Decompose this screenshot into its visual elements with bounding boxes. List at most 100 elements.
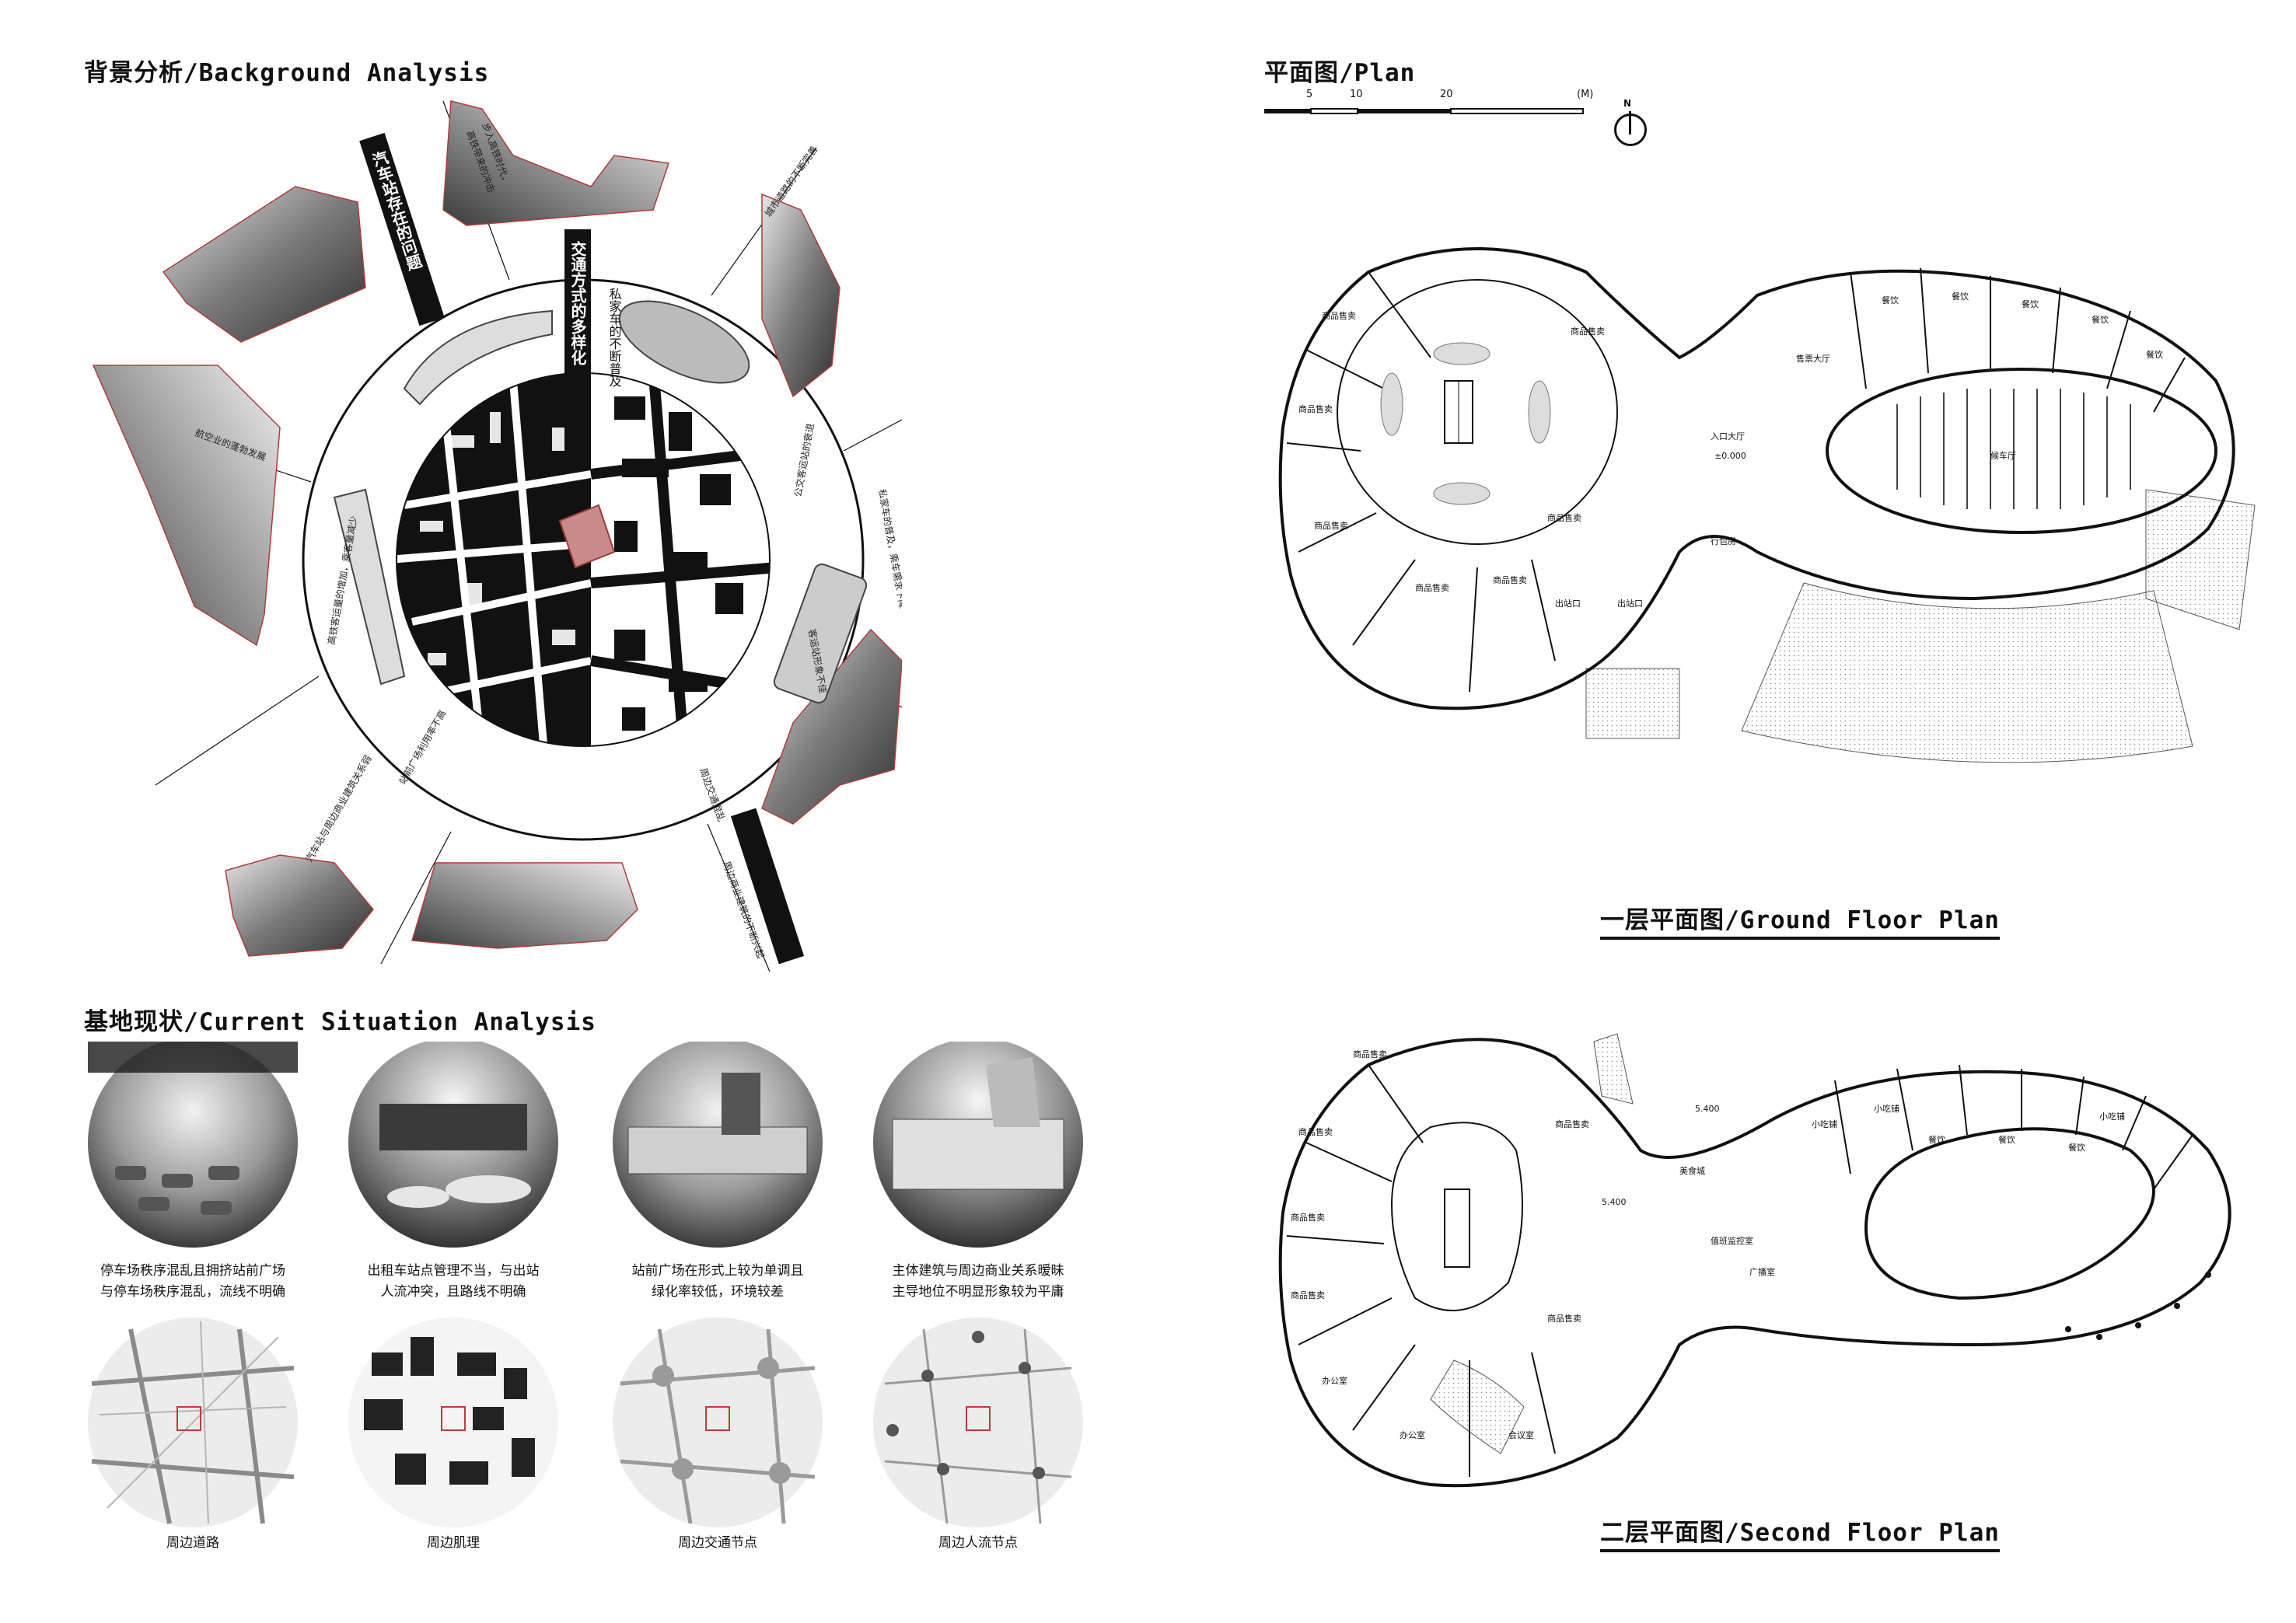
ground-floor-plan: 商品售卖 商品售卖 商品售卖 商品售卖 商品售卖 商品售卖 商品售卖 餐饮 餐饮… — [1278, 247, 2256, 763]
room-food-5: 餐饮 — [2146, 349, 2163, 360]
room-food-2: 餐饮 — [1952, 291, 1969, 302]
elevation-ground: ±0.000 — [1714, 451, 1746, 461]
scale-bar-graphic — [1264, 108, 1584, 114]
map-urban-texture — [348, 1318, 558, 1527]
atrium-void — [1390, 1122, 1523, 1311]
room2-food-1: 餐饮 — [1928, 1134, 1945, 1145]
room-exit-2: 出站口 — [1617, 598, 1643, 609]
room2-food-street: 美食城 — [1679, 1165, 1705, 1176]
room2-food-3: 餐饮 — [2068, 1142, 2085, 1153]
caption-taxi-line2: 人流冲突，且路线不明确 — [380, 1284, 526, 1300]
label-bar-transport — [564, 229, 591, 462]
radial-text-5: 私家车的普及，乘车需求下降 — [876, 488, 902, 609]
room-luggage: 行包房 — [1711, 536, 1736, 546]
scale-bar: 5 10 20 (M) — [1264, 89, 1593, 121]
ground-floor-title: 一层平面图/Ground Floor Plan — [1600, 900, 2000, 940]
current-situation-grid — [88, 1042, 1083, 1527]
caption-building-line2: 主导地位不明显形象较为平庸 — [892, 1284, 1064, 1300]
scale-tick-10: 10 — [1350, 89, 1363, 100]
photo-main-building — [873, 1042, 1083, 1248]
label-bar-bottom — [730, 808, 805, 965]
room2-shop-4: 商品售卖 — [1291, 1290, 1325, 1300]
room2-broadcast: 广播室 — [1749, 1266, 1775, 1277]
void-oval — [1864, 1127, 2155, 1300]
caption-plaza-line2: 绿化率较低，环境较差 — [652, 1284, 784, 1300]
caption-building: 主体建筑与周边商业关系暧昧 主导地位不明显形象较为平庸 — [877, 1261, 1079, 1303]
map-traffic-nodes — [613, 1318, 823, 1527]
caption-taxi: 出租车站点管理不当，与出站 人流冲突，且路线不明确 — [352, 1261, 554, 1303]
caption-plaza: 站前广场在形式上较为单调且 绿化率较低，环境较差 — [617, 1261, 819, 1303]
map-label-roads: 周边道路 — [166, 1535, 219, 1551]
elevation-second-2: 5.400 — [1602, 1197, 1627, 1207]
label-transport-diversity: 交通方式的多样化 — [568, 240, 587, 365]
room-shop-1: 商品售卖 — [1322, 310, 1356, 321]
high-speed-train-icon — [403, 309, 553, 406]
photo-station-plaza — [613, 1042, 823, 1248]
transport-icons — [333, 300, 868, 704]
radial-text-9: 站前广场利用率不高 — [397, 707, 449, 786]
ground-outline — [1278, 247, 2235, 710]
room2-office-1: 办公室 — [1400, 1429, 1425, 1440]
room2-snack-3: 小吃铺 — [2099, 1112, 2125, 1122]
caption-taxi-line1: 出租车站点管理不当，与出站 — [367, 1263, 540, 1279]
room-waiting-hall: 候车厅 — [1990, 450, 2016, 461]
room-ticket-hall: 售票大厅 — [1796, 353, 1830, 364]
map-label-pedestrian: 周边人流节点 — [938, 1535, 1018, 1551]
radial-text-10: 汽车站与周边商业建筑关系弱 — [303, 753, 374, 864]
second-floor-plan: 商品售卖 商品售卖 商品售卖 商品售卖 商品售卖 商品售卖 小吃铺 小吃铺 小吃… — [1278, 1033, 2231, 1488]
caption-plaza-line1: 站前广场在形式上较为单调且 — [631, 1263, 804, 1279]
room2-office-2: 办公室 — [1322, 1375, 1347, 1386]
north-label: N — [1623, 98, 1632, 109]
waiting-hall-oval — [1826, 368, 2217, 534]
second-floor-title: 二层平面图/Second Floor Plan — [1600, 1513, 2000, 1552]
current-situation-heading: 基地现状/Current Situation Analysis — [84, 1008, 596, 1036]
caption-parking: 停车场秩序混乱且拥挤站前广场 与停车场秩序混乱，流线不明确 — [92, 1261, 294, 1303]
photo-airport — [92, 365, 281, 647]
room-shop-2: 商品售卖 — [1298, 403, 1333, 414]
canopy-hatch — [1741, 582, 2193, 763]
photo-parking-lot — [88, 1042, 298, 1248]
background-analysis-heading: 背景分析/Background Analysis — [84, 59, 490, 87]
photo-old-station — [411, 862, 638, 949]
caption-parking-line2: 与停车场秩序混乱，流线不明确 — [100, 1284, 285, 1300]
room-shop-5: 商品售卖 — [1493, 574, 1527, 585]
photo-collage — [92, 100, 902, 957]
elevation-second-1: 5.400 — [1695, 1104, 1720, 1114]
photo-commercial-street — [442, 100, 669, 226]
room2-shop-3: 商品售卖 — [1291, 1212, 1325, 1223]
radial-text-11: 高铁客运量的增加，乘客量减少 — [325, 515, 359, 645]
radial-text-7: 周边交通混乱 — [697, 766, 728, 823]
bus-icon — [773, 563, 868, 704]
label-bus-problem: 汽车站存在的问题 — [368, 148, 425, 273]
room-food-4: 餐饮 — [2092, 314, 2109, 325]
background-analysis-diagram: 交通方式的多样化 私家车的不断普及 汽车站存在的问题 步入高铁时代， 高铁带来的… — [92, 100, 902, 972]
radial-text-4: 公交客运站的衰退 — [792, 422, 816, 497]
label-private-car: 私家车的不断普及 — [607, 288, 622, 387]
room-entrance-hall: 入口大厅 — [1711, 431, 1745, 442]
airplane-icon — [333, 488, 406, 686]
caption-parking-line1: 停车场秩序混乱且拥挤站前广场 — [100, 1263, 285, 1279]
caption-building-line1: 主体建筑与周边商业关系暧昧 — [892, 1263, 1064, 1279]
map-pedestrian-nodes — [873, 1318, 1083, 1527]
room2-shop-6: 商品售卖 — [1547, 1313, 1581, 1324]
scale-tick-20: 20 — [1440, 89, 1453, 100]
room2-food-2: 餐饮 — [1998, 1134, 2015, 1145]
label-bar-problem — [359, 132, 445, 326]
map-label-traffic: 周边交通节点 — [678, 1535, 757, 1551]
escalator — [1444, 1188, 1470, 1268]
room-food-3: 餐饮 — [2022, 298, 2039, 309]
room-exit-1: 出站口 — [1555, 598, 1581, 609]
second-outline — [1278, 1038, 2231, 1488]
room-shop-6: 商品售卖 — [1571, 326, 1605, 337]
map-surrounding-roads — [88, 1318, 298, 1527]
photo-station-building — [225, 854, 374, 957]
scale-tick-5: 5 — [1306, 89, 1313, 100]
scale-unit: (M) — [1577, 89, 1594, 100]
site-marker — [558, 504, 616, 569]
map-label-texture: 周边肌理 — [427, 1535, 480, 1551]
room2-meeting: 会议室 — [1508, 1429, 1534, 1440]
room2-snack-1: 小吃铺 — [1812, 1119, 1837, 1129]
room-shop-7: 商品售卖 — [1547, 512, 1581, 523]
room2-shop-2: 商品售卖 — [1298, 1126, 1333, 1137]
photo-taxi-stand — [348, 1042, 558, 1248]
